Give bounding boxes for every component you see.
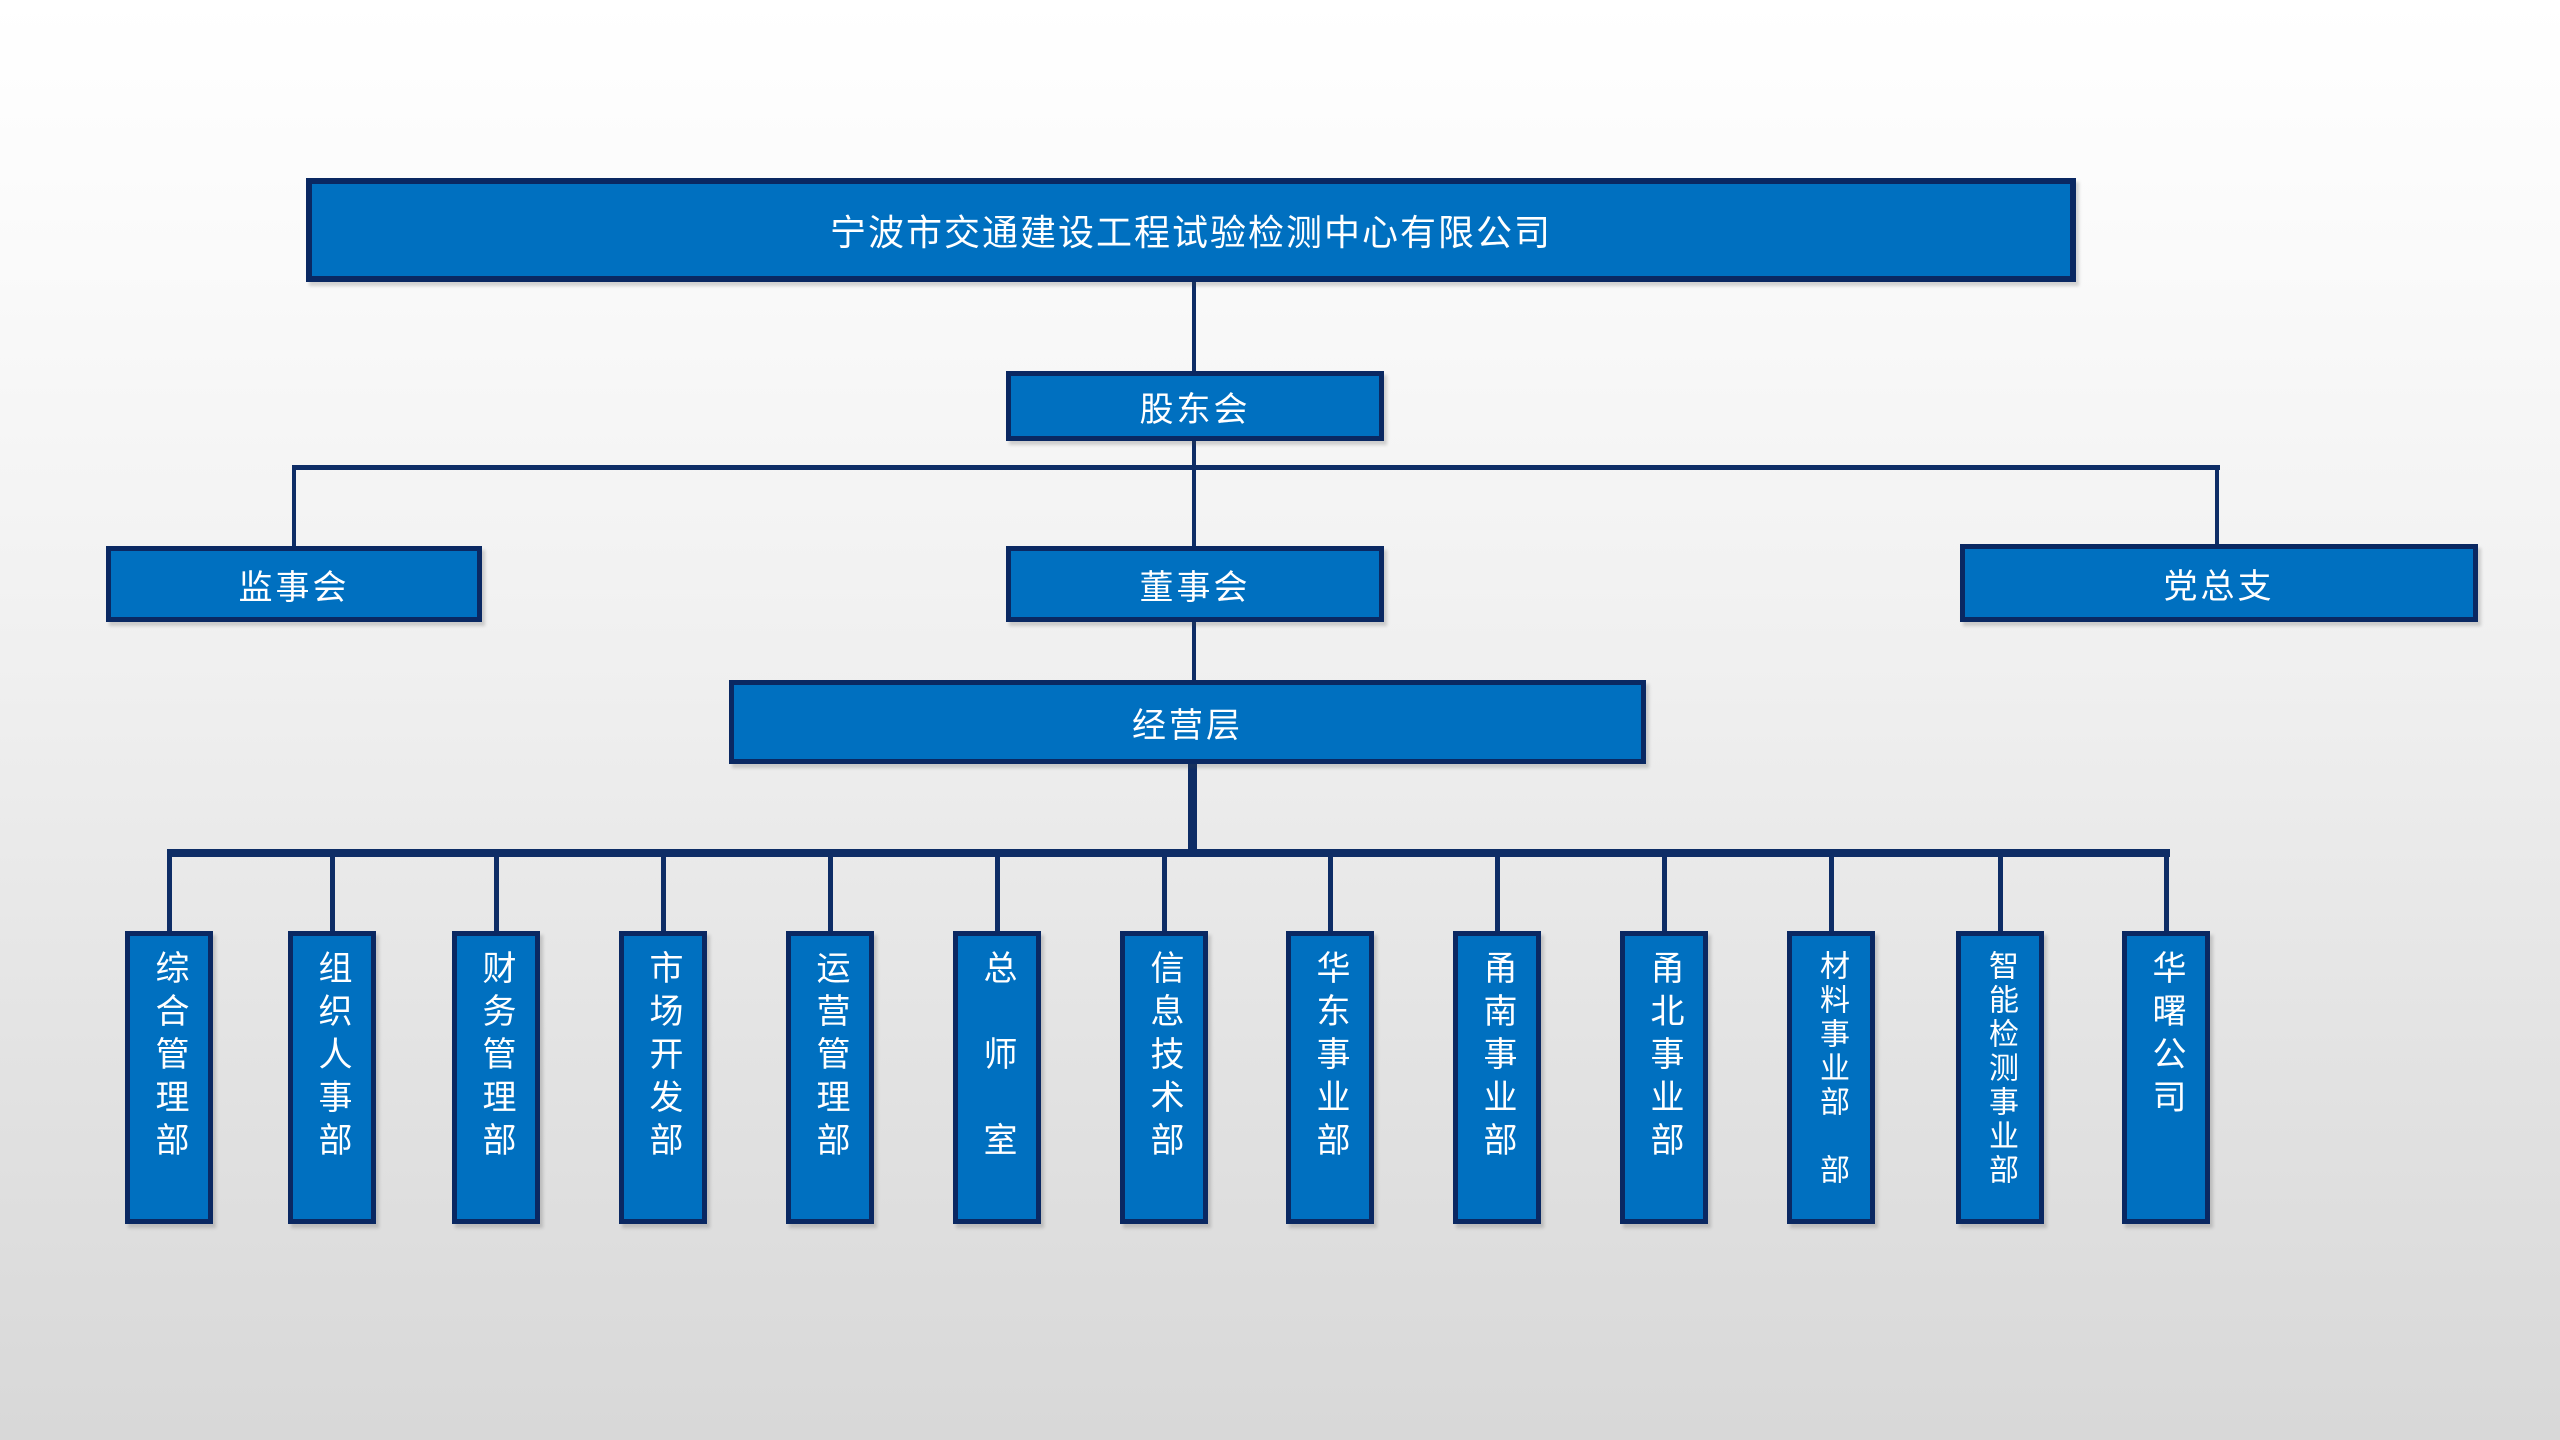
board-of-directors-label: 董事会 bbox=[1139, 568, 1251, 607]
dept-huashu-company-label: 华曙公司 bbox=[2147, 950, 2185, 1122]
company-root-label: 宁波市交通建设工程试验检测中心有限公司 bbox=[829, 212, 1552, 253]
supervisory-board-label: 监事会 bbox=[238, 568, 350, 607]
org-box-company-root: 宁波市交通建设工程试验检测中心有限公司 bbox=[306, 178, 2076, 282]
org-box-supervisory-board: 监事会 bbox=[106, 546, 482, 622]
org-box-dept-materials-division: 材料事业部 部 bbox=[1787, 931, 1875, 1224]
org-box-shareholders-meeting: 股东会 bbox=[1006, 371, 1384, 441]
connector-drop-dept-5 bbox=[828, 853, 833, 931]
connector-drop-dept-8 bbox=[1328, 853, 1333, 931]
org-box-dept-finance-management: 财务管理部 bbox=[452, 931, 540, 1224]
connector-shareholders-to-directors bbox=[1192, 441, 1196, 548]
dept-chief-engineer-office-label: 总 师 室 bbox=[978, 950, 1016, 1165]
org-box-dept-huashu-company: 华曙公司 bbox=[2122, 931, 2210, 1224]
connector-drop-dept-9 bbox=[1495, 853, 1500, 931]
connector-drop-dept-6 bbox=[995, 853, 1000, 931]
connector-drop-dept-12 bbox=[1998, 853, 2003, 931]
dept-finance-management-label: 财务管理部 bbox=[477, 950, 515, 1165]
connector-directors-to-management bbox=[1192, 622, 1196, 684]
connector-root-to-shareholders bbox=[1192, 282, 1196, 374]
dept-materials-division-label: 材料事业部 部 bbox=[1815, 950, 1848, 1188]
org-box-dept-chief-engineer-office: 总 师 室 bbox=[953, 931, 1041, 1224]
org-box-dept-huadong-division: 华东事业部 bbox=[1286, 931, 1374, 1224]
connector-level5-horizontal bbox=[167, 849, 2170, 857]
connector-drop-dept-3 bbox=[494, 853, 499, 931]
org-box-board-of-directors: 董事会 bbox=[1006, 546, 1384, 622]
dept-operations-management-label: 运营管理部 bbox=[811, 950, 849, 1165]
party-general-branch-label: 党总支 bbox=[2163, 567, 2275, 606]
org-box-dept-market-development: 市场开发部 bbox=[619, 931, 707, 1224]
dept-organization-hr-label: 组织人事部 bbox=[313, 950, 351, 1165]
connector-drop-dept-2 bbox=[330, 853, 335, 931]
org-box-dept-organization-hr: 组织人事部 bbox=[288, 931, 376, 1224]
shareholders-meeting-label: 股东会 bbox=[1139, 390, 1251, 429]
org-box-dept-general-management: 综合管理部 bbox=[125, 931, 213, 1224]
connector-management-to-departments bbox=[1188, 762, 1197, 854]
org-box-dept-yongbei-division: 甬北事业部 bbox=[1620, 931, 1708, 1224]
dept-huadong-division-label: 华东事业部 bbox=[1311, 950, 1349, 1165]
dept-yongnan-division-label: 甬南事业部 bbox=[1478, 950, 1516, 1165]
connector-level3-horizontal bbox=[292, 465, 2220, 470]
org-box-dept-yongnan-division: 甬南事业部 bbox=[1453, 931, 1541, 1224]
management-level-label: 经营层 bbox=[1132, 706, 1243, 745]
org-box-dept-operations-management: 运营管理部 bbox=[786, 931, 874, 1224]
connector-drop-dept-11 bbox=[1829, 853, 1834, 931]
dept-general-management-label: 综合管理部 bbox=[150, 950, 188, 1165]
dept-market-development-label: 市场开发部 bbox=[644, 950, 682, 1165]
org-box-party-general-branch: 党总支 bbox=[1960, 544, 2478, 622]
connector-drop-supervisors bbox=[292, 465, 296, 548]
connector-drop-dept-4 bbox=[661, 853, 666, 931]
connector-drop-dept-13 bbox=[2164, 853, 2169, 931]
connector-drop-dept-7 bbox=[1162, 853, 1167, 931]
dept-intelligent-testing-division-label: 智能检测事业部 bbox=[1984, 950, 2017, 1188]
dept-information-technology-label: 信息技术部 bbox=[1145, 950, 1183, 1165]
connector-drop-party bbox=[2215, 465, 2219, 546]
dept-yongbei-division-label: 甬北事业部 bbox=[1645, 950, 1683, 1165]
org-box-dept-intelligent-testing-division: 智能检测事业部 bbox=[1956, 931, 2044, 1224]
org-box-dept-information-technology: 信息技术部 bbox=[1120, 931, 1208, 1224]
connector-drop-dept-10 bbox=[1662, 853, 1667, 931]
connector-drop-dept-1 bbox=[167, 853, 172, 931]
org-box-management-level: 经营层 bbox=[729, 680, 1646, 764]
